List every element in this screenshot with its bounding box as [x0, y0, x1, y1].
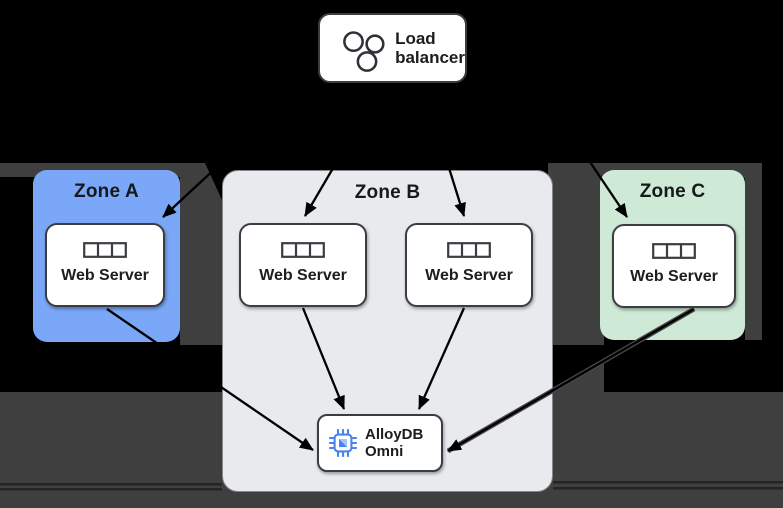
server-icon — [83, 242, 127, 258]
zone-c-label: Zone C — [639, 181, 706, 202]
alloydb-chip-icon — [329, 429, 357, 457]
zone-c-web-server-node: Web Server — [612, 224, 736, 308]
alloydb-omni-label: AlloyDB Omni — [365, 425, 424, 460]
server-icon — [281, 242, 325, 258]
zone-a-label: Zone A — [74, 181, 139, 202]
zone-b-web-server-node-2: Web Server — [405, 223, 533, 307]
zone-a-web-server-node: Web Server — [45, 223, 165, 307]
load-balancer-label: Load balancer — [395, 28, 466, 67]
zone-c: Zone C Web Server — [600, 170, 745, 340]
zone-b-label: Zone B — [354, 182, 421, 203]
load-balancer-icon — [343, 31, 385, 72]
zone-b-web-server-node-1: Web Server — [239, 223, 367, 307]
server-icon — [447, 242, 491, 258]
alloydb-omni-node: AlloyDB Omni — [317, 414, 443, 472]
web-server-label: Web Server — [425, 267, 513, 284]
server-icon — [652, 243, 696, 259]
web-server-label: Web Server — [630, 268, 718, 285]
web-server-label: Web Server — [259, 267, 347, 284]
web-server-label: Web Server — [61, 267, 149, 284]
zone-a: Zone A Web Server — [33, 170, 180, 342]
load-balancer-node: Load balancer — [318, 13, 467, 83]
